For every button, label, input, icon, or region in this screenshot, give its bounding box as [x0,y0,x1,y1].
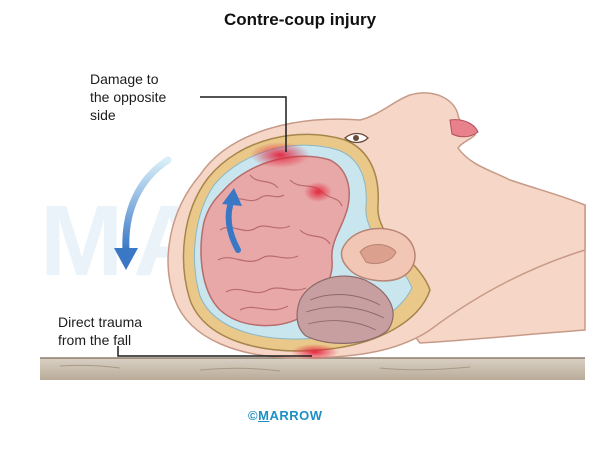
callout-line: the opposite [90,89,167,105]
coup-damage-zone [291,344,339,360]
lips [449,119,479,138]
callout-line: from the fall [58,332,132,348]
credit-first-letter: M [258,408,270,423]
cerebellum-folia [305,294,385,331]
callout-line: side [90,107,116,123]
callout-direct-trauma: Direct trauma from the fall [58,313,142,349]
leader-line-bottom [117,346,312,357]
callout-line: Damage to [90,71,159,87]
credit-symbol: © [248,408,259,423]
contrecoup-damage-zone [250,142,310,168]
floor [40,357,585,380]
page-title: Contre-coup injury [223,10,377,29]
fall-direction-arrow [114,156,172,270]
inner-motion-arrow [222,188,242,253]
callout-line: Direct trauma [58,314,143,330]
leader-line-top [200,96,287,152]
credit-rest: ARROW [269,408,323,423]
callout-contrecoup: Damage to the opposite side [90,70,166,124]
eye [344,132,369,144]
credit-logo: ©MARROW [248,408,322,423]
ear [340,227,416,282]
contrecoup-damage-zone-2 [304,182,332,202]
